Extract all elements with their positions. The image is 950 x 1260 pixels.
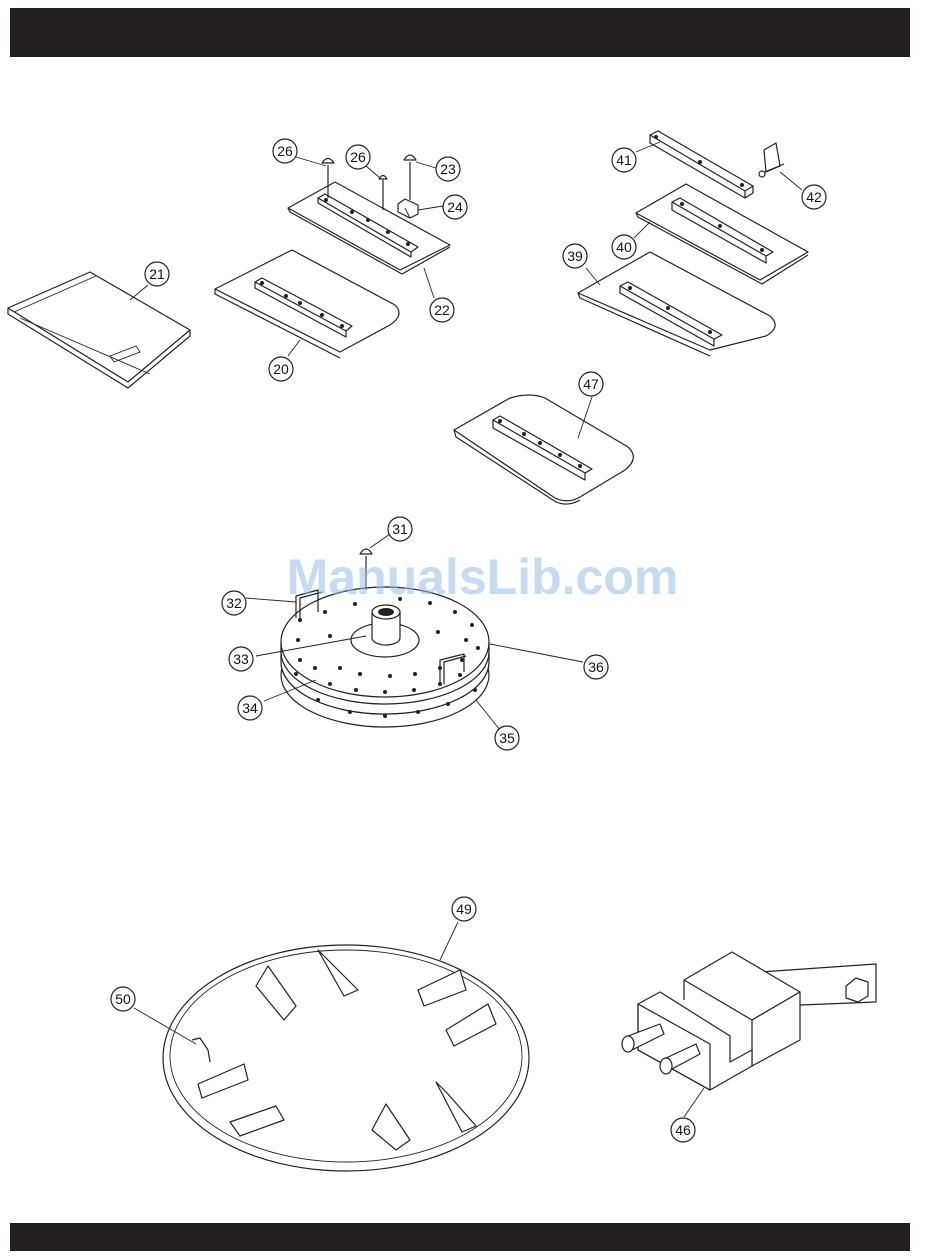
svg-text:50: 50 <box>115 991 131 1007</box>
callout-24: 24 <box>443 195 467 219</box>
svg-text:31: 31 <box>392 521 408 537</box>
callout-21: 21 <box>145 262 169 286</box>
callout-20: 20 <box>269 357 293 381</box>
callout-23: 23 <box>436 157 460 181</box>
svg-text:23: 23 <box>440 161 456 177</box>
part-21-drawing <box>8 272 190 388</box>
svg-text:26: 26 <box>350 149 366 165</box>
watermark: ManualsLib.com <box>0 548 950 606</box>
callout-50: 50 <box>111 987 135 1011</box>
svg-text:26: 26 <box>277 143 293 159</box>
svg-text:21: 21 <box>149 266 165 282</box>
callout-36: 36 <box>584 655 608 679</box>
svg-text:22: 22 <box>434 302 450 318</box>
part-47-drawing <box>454 395 633 504</box>
part-41-drawing <box>650 131 753 198</box>
part-46-drawing <box>622 952 876 1090</box>
callout-39: 39 <box>563 244 587 268</box>
callout-40: 40 <box>612 235 636 259</box>
part-22-drawing <box>288 155 450 274</box>
callout-35: 35 <box>495 726 519 750</box>
callout-34: 34 <box>238 696 262 720</box>
callout-26a: 26 <box>273 139 297 163</box>
part-20-drawing <box>215 250 399 358</box>
callout-47: 47 <box>579 372 603 396</box>
svg-text:39: 39 <box>567 248 583 264</box>
callout-31: 31 <box>388 517 412 541</box>
svg-text:33: 33 <box>233 651 249 667</box>
callout-41: 41 <box>612 148 636 172</box>
callout-46: 46 <box>671 1118 695 1142</box>
callout-33: 33 <box>229 647 253 671</box>
callout-22: 22 <box>430 298 454 322</box>
svg-text:42: 42 <box>806 189 822 205</box>
svg-text:41: 41 <box>616 152 632 168</box>
svg-text:36: 36 <box>588 659 604 675</box>
callout-49: 49 <box>452 897 476 921</box>
callout-42: 42 <box>802 185 826 209</box>
svg-text:35: 35 <box>499 730 515 746</box>
svg-text:40: 40 <box>616 239 632 255</box>
part-49-drawing <box>163 945 529 1171</box>
svg-text:24: 24 <box>447 199 463 215</box>
svg-text:34: 34 <box>242 700 258 716</box>
svg-text:49: 49 <box>456 901 472 917</box>
svg-text:20: 20 <box>273 361 289 377</box>
svg-text:46: 46 <box>675 1122 691 1138</box>
svg-text:47: 47 <box>583 376 599 392</box>
callout-26b: 26 <box>346 145 370 169</box>
